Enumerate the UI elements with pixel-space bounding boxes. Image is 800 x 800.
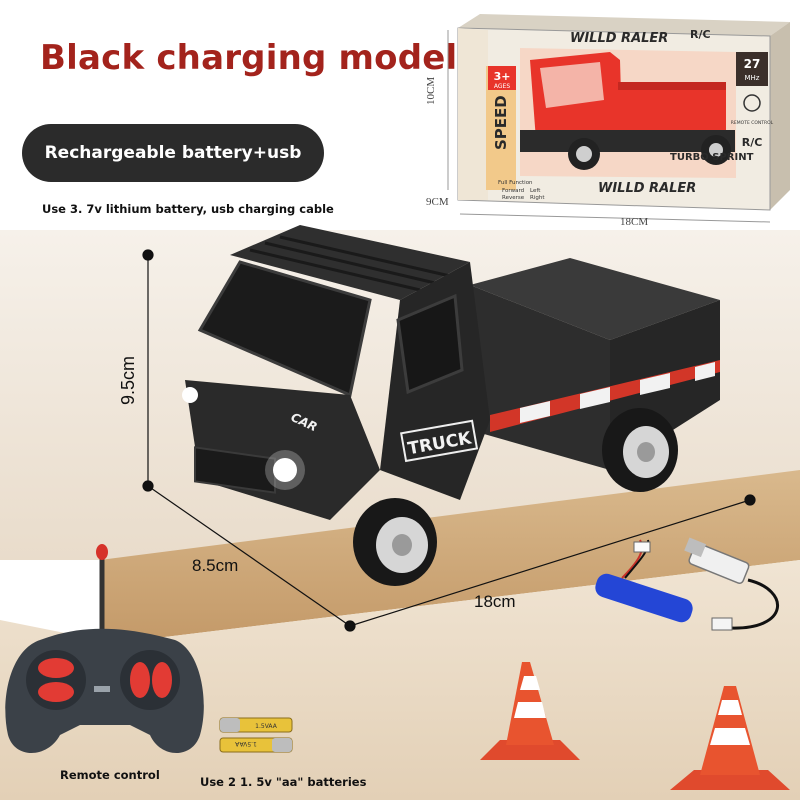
truck-headlight-bottom <box>273 458 297 482</box>
truck-roof-ribs <box>249 235 451 292</box>
svg-text:Left: Left <box>530 188 541 194</box>
page-title: Black charging model <box>40 38 458 78</box>
remote-control <box>5 544 204 754</box>
truck-side-window <box>396 293 464 395</box>
box-functions: Full Function Forward Left Reverse Right <box>498 180 545 201</box>
box-remote-label: REMOTE CONTROL <box>731 120 774 126</box>
ledge-face <box>100 470 800 640</box>
box-depth-label: 9CM <box>426 196 449 208</box>
box-top <box>458 14 790 36</box>
aa-label: Use 2 1. 5v "aa" batteries <box>200 775 367 789</box>
truck-bed-top <box>470 258 720 340</box>
aa-batteries: 1.5VAA 1.5VAA <box>219 717 293 753</box>
usb-cable <box>684 537 779 631</box>
battery-pill-label: Rechargeable battery+usb <box>44 143 302 163</box>
cone-left <box>480 662 580 760</box>
box-age-badge <box>488 66 516 90</box>
rechargeable-battery <box>595 539 693 623</box>
box-age-label: AGES <box>494 83 510 90</box>
floor-lower <box>0 560 800 800</box>
box-freq: 27 <box>744 57 761 71</box>
aa-cell-1: 1.5VAA <box>255 723 278 730</box>
box-speed-text: SPEED <box>492 95 510 150</box>
truck-windshield <box>197 260 372 398</box>
box-freq-unit: MHz <box>745 74 760 82</box>
svg-text:Forward: Forward <box>502 188 524 194</box>
battery-note: Use 3. 7v lithium battery, usb charging … <box>42 202 334 216</box>
box-brand: WILLD RALER <box>598 181 696 196</box>
svg-text:Reverse: Reverse <box>502 195 525 201</box>
box-brand-top: WILLD RALER <box>570 31 668 46</box>
aa-cell-2: 1.5VAA <box>234 740 257 747</box>
box-side <box>770 22 790 210</box>
remote-label: Remote control <box>60 768 160 782</box>
box-rc-top: R/C <box>690 28 711 41</box>
cone-right <box>670 686 790 790</box>
box-series: TURBO SPRINT <box>670 152 754 163</box>
truck-front-wheel <box>353 498 437 586</box>
box-rc: R/C <box>742 136 763 149</box>
box-length-label: 18CM <box>620 216 649 228</box>
svg-text:Right: Right <box>530 195 545 201</box>
truck-rear-wheel <box>602 408 678 492</box>
battery-pill: Rechargeable battery+usb <box>22 124 324 182</box>
box-remote-icon <box>743 94 761 112</box>
dimension-lines <box>142 249 756 632</box>
svg-text:Full Function: Full Function <box>498 180 533 186</box>
truck-width-label: 8.5cm <box>192 556 239 575</box>
box-age: 3+ <box>494 70 511 83</box>
box-freq-badge <box>736 52 768 86</box>
box-truck <box>520 52 735 170</box>
box-left-strip <box>458 28 488 200</box>
truck-headlight-top <box>182 387 198 403</box>
truck-length-label: 18cm <box>474 592 516 611</box>
